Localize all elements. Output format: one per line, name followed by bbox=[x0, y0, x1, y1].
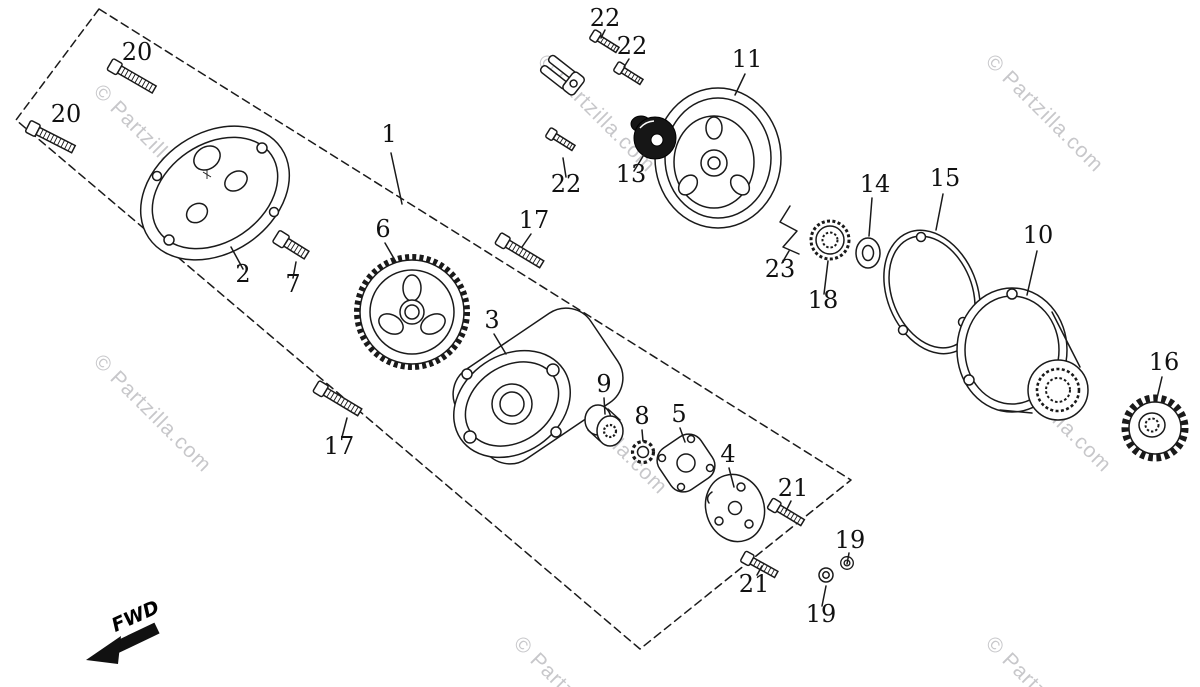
fwd-indicator: FWD bbox=[86, 596, 163, 664]
fwd-arrow-head bbox=[86, 636, 121, 664]
bolt-17-bottom bbox=[311, 379, 364, 419]
assembly-outline bbox=[15, 8, 852, 650]
callout-19-bottom: 19 bbox=[806, 600, 837, 628]
callout-22-1: 22 bbox=[590, 4, 621, 32]
part-2-cover bbox=[139, 125, 291, 261]
callout-11: 11 bbox=[732, 45, 763, 73]
callout-18: 18 bbox=[808, 286, 839, 314]
callout-13: 13 bbox=[616, 160, 647, 188]
bolt-22-1 bbox=[588, 28, 622, 56]
callout-2: 2 bbox=[235, 260, 250, 288]
fork-bracket bbox=[539, 54, 586, 96]
part-10-hub bbox=[956, 287, 1089, 421]
bolt-22-2 bbox=[612, 60, 646, 88]
part-5-gasket bbox=[656, 433, 716, 493]
part-4-cover-plate bbox=[704, 473, 766, 543]
callout-17-bottom: 17 bbox=[324, 432, 355, 460]
callout-4: 4 bbox=[720, 440, 735, 468]
callout-22-2: 22 bbox=[617, 32, 648, 60]
callout-5: 5 bbox=[671, 400, 686, 428]
watermark: © Partzilla.com bbox=[533, 50, 660, 177]
bolt-21-top bbox=[766, 497, 807, 529]
part-9-spline-bushing bbox=[584, 404, 624, 447]
callout-21-bottom: 21 bbox=[739, 570, 770, 598]
part-8-nut bbox=[630, 439, 656, 465]
part-16-gear bbox=[1121, 394, 1189, 462]
callout-10: 10 bbox=[1023, 221, 1054, 249]
washer-19-a bbox=[818, 567, 834, 583]
callout-8: 8 bbox=[634, 402, 649, 430]
bolt-22-3 bbox=[544, 126, 578, 154]
watermark: © Partzilla.com bbox=[981, 50, 1108, 177]
callout-23: 23 bbox=[765, 255, 796, 283]
part-7-bolt bbox=[272, 230, 310, 260]
part-6-sprocket bbox=[354, 254, 470, 370]
part-14-washer bbox=[855, 237, 881, 269]
callout-16: 16 bbox=[1149, 348, 1180, 376]
callout-20-top: 20 bbox=[122, 38, 153, 66]
callout-15: 15 bbox=[930, 164, 961, 192]
part-13-rotor bbox=[630, 115, 677, 160]
callout-9: 9 bbox=[596, 370, 611, 398]
callout-6: 6 bbox=[375, 215, 390, 243]
callout-19-top: 19 bbox=[835, 526, 866, 554]
part-15-gasket-plate bbox=[883, 229, 981, 355]
callout-14: 14 bbox=[860, 170, 891, 198]
callout-7: 7 bbox=[285, 270, 300, 298]
bolt-17-top bbox=[493, 231, 546, 271]
callout-1: 1 bbox=[381, 120, 396, 148]
watermark: © Partzilla.com bbox=[89, 350, 216, 477]
fwd-arrow-shaft bbox=[110, 622, 160, 655]
callout-20-left: 20 bbox=[51, 100, 82, 128]
callout-17-top: 17 bbox=[519, 206, 550, 234]
watermark: © Partzilla.com bbox=[509, 632, 636, 687]
part-18-collar bbox=[809, 219, 851, 261]
part-23-clip bbox=[779, 205, 800, 255]
leader-lines bbox=[230, 29, 1163, 607]
part-11-drum bbox=[654, 87, 782, 229]
callout-3: 3 bbox=[484, 306, 499, 334]
watermark: © Partzilla.com bbox=[981, 632, 1108, 687]
callout-22-3: 22 bbox=[551, 170, 582, 198]
callouts: 20 20 1 2 7 6 17 17 3 9 8 5 4 21 21 19 1… bbox=[51, 4, 1180, 628]
callout-21-top: 21 bbox=[778, 474, 809, 502]
part-3-pump-body bbox=[452, 307, 624, 465]
